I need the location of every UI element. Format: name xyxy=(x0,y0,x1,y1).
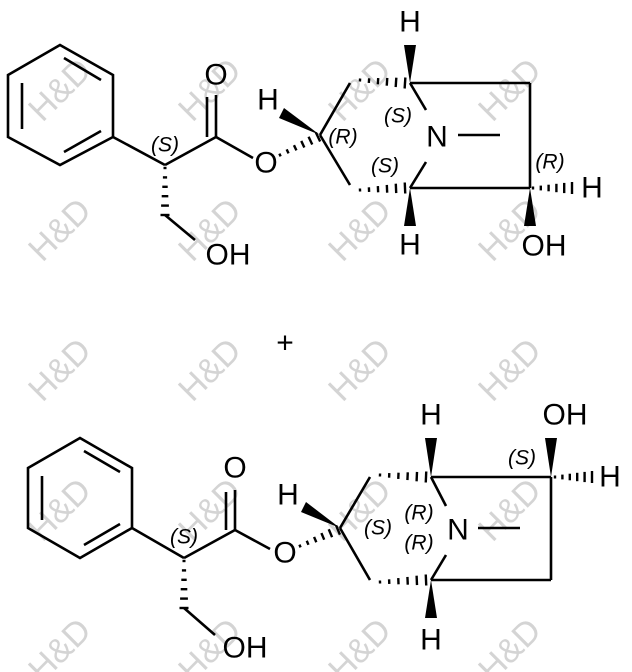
watermark: H&D xyxy=(471,471,549,549)
atom-h: H xyxy=(581,172,603,205)
atom-h: H xyxy=(399,229,421,262)
hash-line xyxy=(334,524,342,536)
atom-h: H xyxy=(277,479,299,512)
stereo-label: (R) xyxy=(535,151,564,174)
atom-oh: OH xyxy=(223,632,268,665)
hash-line xyxy=(314,131,322,143)
hash-line xyxy=(320,532,326,541)
bond xyxy=(429,476,448,507)
hashed-bond xyxy=(358,77,407,89)
plus-sign: + xyxy=(276,327,294,360)
bond xyxy=(215,135,254,160)
stereo-label: (R) xyxy=(404,532,433,555)
watermark: H&D xyxy=(21,51,99,129)
hashed-bond xyxy=(553,471,594,483)
atom-oh: OH xyxy=(543,399,588,432)
wedge-bond xyxy=(425,580,437,618)
hash-line xyxy=(385,77,389,86)
bond xyxy=(408,82,428,111)
bond xyxy=(429,554,448,581)
wedge-bond xyxy=(404,45,416,83)
wedge-bond xyxy=(404,188,416,226)
hash-line xyxy=(300,140,306,148)
wedge-bond xyxy=(545,438,557,477)
watermark: H&D xyxy=(471,611,549,672)
atom-h: H xyxy=(420,399,442,432)
bond xyxy=(234,528,271,551)
watermark: H&D xyxy=(171,331,249,409)
hash-line xyxy=(403,77,407,89)
bond xyxy=(131,526,185,560)
bond xyxy=(338,527,372,581)
molecule-2: O O OH (S) H N H H H OH (S) (S) (R) (R) xyxy=(26,399,621,665)
hashed-bond xyxy=(278,131,322,157)
hash-line xyxy=(298,544,302,548)
watermark: H&D xyxy=(21,191,99,269)
hash-line xyxy=(305,540,310,546)
watermark: H&D xyxy=(321,611,399,672)
stereo-label: (S) xyxy=(170,526,198,549)
watermark: H&D xyxy=(21,331,99,409)
watermark: H&D xyxy=(471,51,549,129)
bond xyxy=(183,607,216,636)
stereo-label: (R) xyxy=(328,126,357,149)
hashed-bond xyxy=(531,182,574,194)
atom-o-ester: O xyxy=(254,147,277,180)
hash-line xyxy=(394,77,398,88)
hash-line xyxy=(292,144,298,151)
bond xyxy=(164,135,217,167)
bond xyxy=(183,528,236,560)
hashed-bond xyxy=(160,166,170,217)
stereo-label: (R) xyxy=(404,502,433,525)
wedge-bond xyxy=(524,188,536,226)
hash-line xyxy=(307,136,314,145)
wedge-bond xyxy=(425,438,437,477)
hash-line xyxy=(285,148,290,154)
atom-h: H xyxy=(399,6,421,39)
hashed-bond xyxy=(358,182,407,194)
atom-h: H xyxy=(257,84,279,117)
atom-o-carbonyl: O xyxy=(204,59,227,92)
watermark: H&D xyxy=(21,611,99,672)
bond xyxy=(408,161,428,189)
stereo-label: (S) xyxy=(364,517,392,540)
hashed-bond xyxy=(378,574,428,586)
watermark: H&D xyxy=(321,331,399,409)
atom-oh: OH xyxy=(206,239,251,272)
hashed-bond xyxy=(179,559,189,610)
molecule-1: O O OH (S) H N H H H OH (R) (S) (S) (R) xyxy=(6,6,603,272)
atom-h: H xyxy=(599,461,621,494)
hash-line xyxy=(327,528,334,538)
bond xyxy=(318,134,352,186)
watermark: H&D xyxy=(21,471,99,549)
stereo-label: (S) xyxy=(371,155,399,178)
atom-n: N xyxy=(447,514,469,547)
wedge-bond xyxy=(279,108,320,135)
watermark: H&D xyxy=(321,191,399,269)
wedge-bond xyxy=(301,502,340,528)
bond xyxy=(338,476,372,529)
hashed-bond xyxy=(378,471,428,483)
atom-o-carbonyl: O xyxy=(223,452,246,485)
stereo-label: (S) xyxy=(151,134,179,157)
phenyl-ring xyxy=(6,43,115,167)
bond xyxy=(112,135,166,167)
stereo-label: (S) xyxy=(508,447,536,470)
atom-oh: OH xyxy=(522,230,567,263)
bond xyxy=(318,82,352,136)
atom-n: N xyxy=(426,121,448,154)
atom-h: H xyxy=(420,624,442,657)
stereo-label: (S) xyxy=(384,105,412,128)
hash-line xyxy=(278,153,282,157)
hash-line xyxy=(312,536,318,543)
watermark: H&D xyxy=(471,331,549,409)
bond xyxy=(164,214,196,241)
atom-o-ester: O xyxy=(273,537,296,570)
hashed-bond xyxy=(298,524,342,548)
phenyl-ring xyxy=(26,436,134,560)
